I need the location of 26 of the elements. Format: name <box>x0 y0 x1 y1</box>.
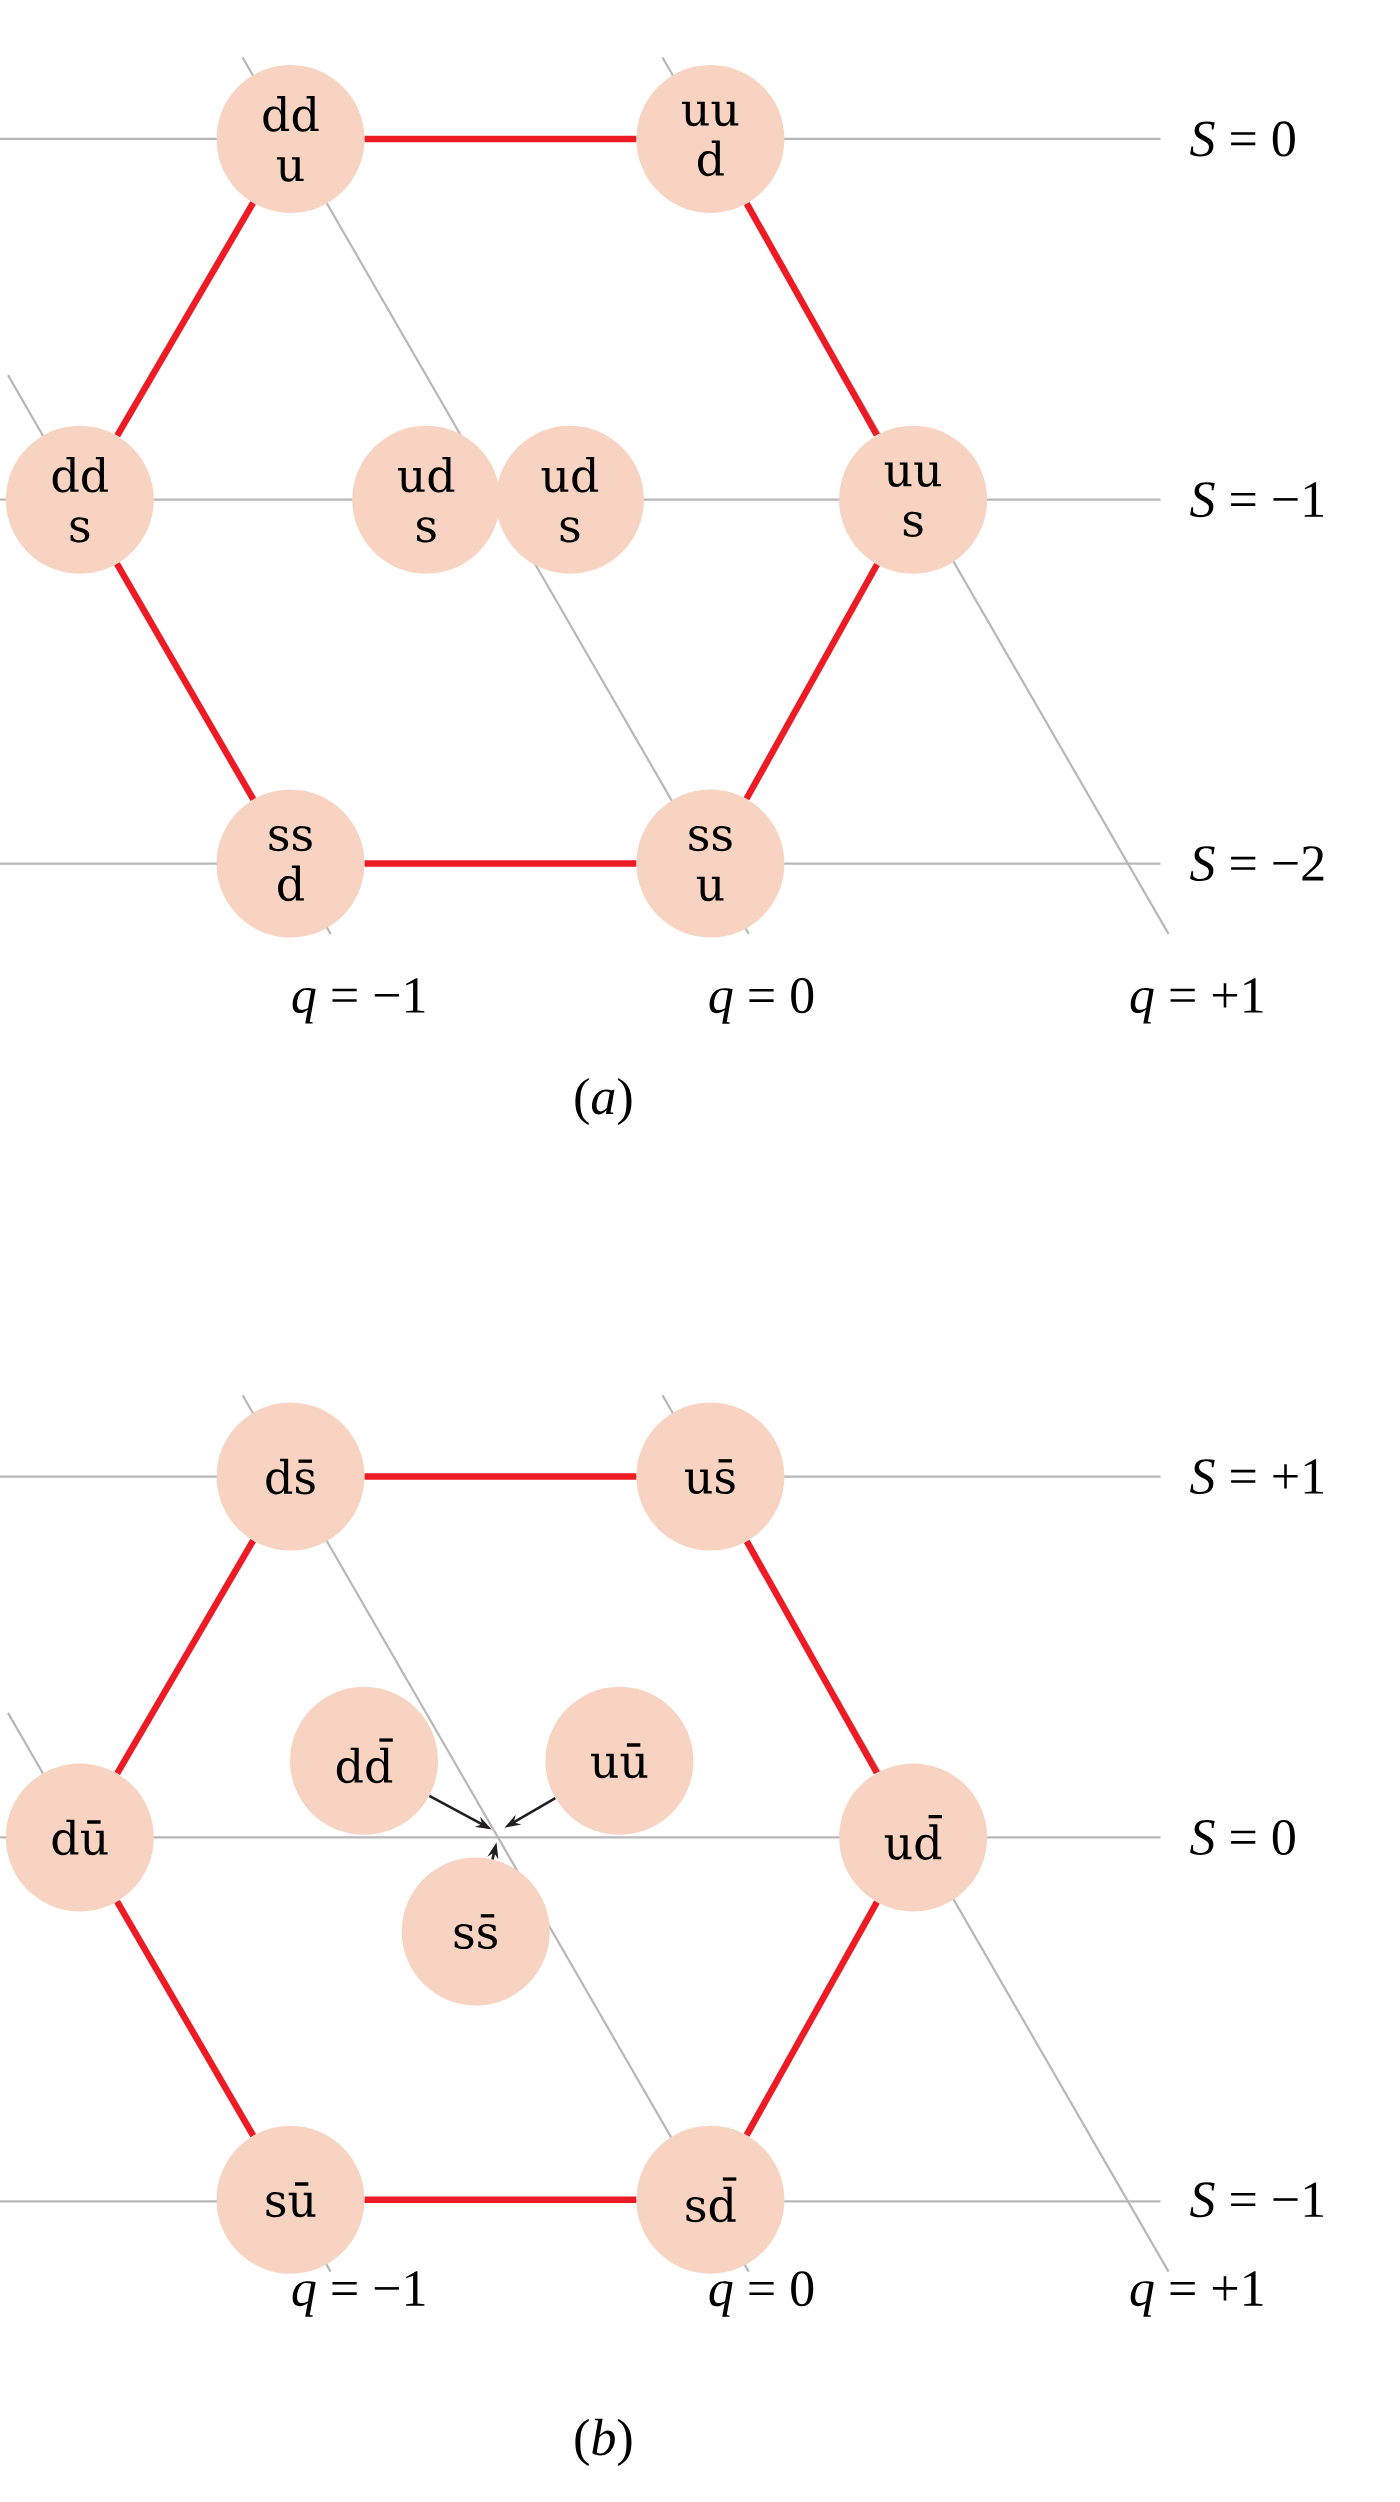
connecting-line <box>364 1473 637 1480</box>
connecting-line <box>114 1899 257 2138</box>
axis-label: q = 0 <box>709 2271 814 2317</box>
axis-label: q = 0 <box>709 978 814 1024</box>
axis-label: S = −2 <box>1190 846 1324 882</box>
axis-label: q = +1 <box>1130 2271 1263 2317</box>
axis-label: S = −1 <box>1190 482 1324 518</box>
connecting-line <box>114 1539 256 1775</box>
connecting-line <box>743 1900 880 2137</box>
panel-label: (b) <box>575 2418 632 2466</box>
axis-label: q = −1 <box>292 2271 425 2317</box>
axis-label: S = 0 <box>1190 1819 1295 1855</box>
axis-label: S = 0 <box>1190 121 1295 157</box>
connecting-line <box>743 562 880 801</box>
connecting-line <box>364 860 637 867</box>
connecting-line <box>114 562 257 802</box>
connecting-line <box>364 2196 637 2204</box>
axis-label: S = +1 <box>1190 1459 1324 1495</box>
connecting-line <box>743 202 880 437</box>
axis-label: q = −1 <box>292 978 425 1024</box>
axis-label: q = +1 <box>1130 978 1263 1024</box>
connecting-line <box>364 135 637 143</box>
connecting-line <box>114 201 256 438</box>
panel-label: (a) <box>575 1077 632 1126</box>
axis-label: S = −1 <box>1190 2182 1324 2218</box>
connecting-line <box>743 1539 880 1775</box>
